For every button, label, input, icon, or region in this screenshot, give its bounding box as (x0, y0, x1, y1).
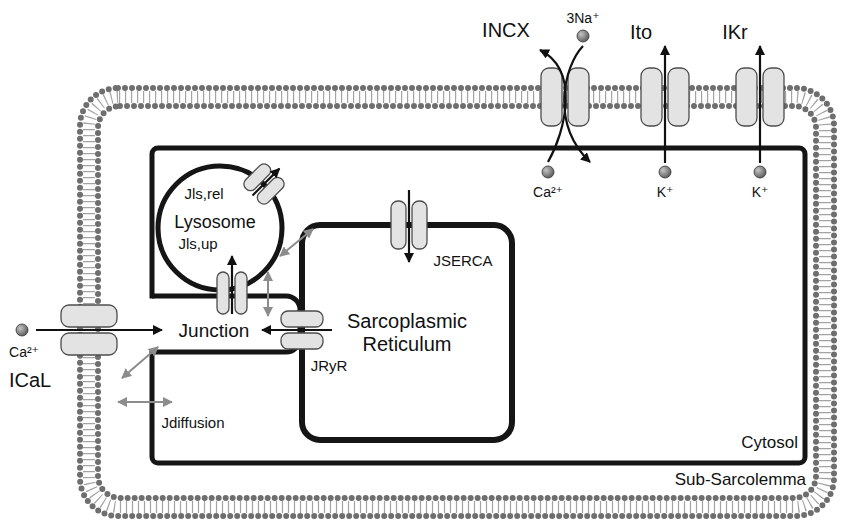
flux-arrow (122, 347, 158, 378)
current-arrow (759, 46, 761, 163)
flux-arrow (231, 256, 233, 314)
current-arrow (36, 329, 162, 331)
flux-arrow (408, 190, 410, 262)
compartment-label: Junction (179, 320, 250, 342)
compartment-label: Cytosol (741, 433, 798, 453)
lipid-bilayer (80, 88, 834, 516)
flux-arrow (118, 401, 172, 403)
lysosome-outline (158, 166, 282, 290)
compartment-label: Lysosome (174, 212, 255, 233)
channels (61, 68, 784, 355)
channel-half (255, 175, 287, 207)
channel-half (412, 201, 427, 249)
current-label: ICaL (9, 369, 51, 392)
channel-half (568, 68, 589, 126)
current-label: IKr (722, 21, 748, 44)
ion-label: K⁺ (657, 184, 674, 200)
flux-label: JSERCA (433, 252, 492, 269)
flux-arrow (280, 229, 313, 256)
current-arrow (540, 50, 566, 162)
compartment-outline (152, 148, 805, 463)
junction-space: Junction (152, 296, 300, 352)
channel-half (61, 333, 117, 355)
ion-dot (16, 324, 28, 336)
current-label: INCX (482, 19, 530, 42)
channel-half (281, 311, 323, 327)
flux-arrow (253, 169, 280, 196)
membrane-currents (36, 46, 760, 330)
channel-half (763, 68, 784, 126)
compartment-label: Sub-Sarcolemma (675, 470, 806, 490)
channel-half (235, 272, 247, 314)
lipid-heads (80, 88, 834, 516)
flux-connectors (118, 169, 409, 402)
compartment-outlines (148, 148, 805, 463)
current-label: Ito (630, 21, 652, 44)
lysosome-release-channel (241, 161, 286, 206)
flux-label: Jls,rel (184, 185, 223, 202)
ion-dot (659, 166, 671, 178)
channel-half (281, 333, 323, 349)
ion-label: K⁺ (752, 184, 769, 200)
ion-label: Ca²⁺ (533, 184, 563, 200)
ion-dot (754, 166, 766, 178)
ion-label: 3Na⁺ (566, 10, 599, 26)
current-arrow (564, 46, 590, 162)
channel-half (391, 201, 406, 249)
flux-label: Jdiffusion (161, 414, 224, 431)
channel-half (641, 68, 662, 126)
flux-arrow (267, 272, 269, 316)
channel-half (61, 305, 117, 327)
channel-half (736, 68, 757, 126)
ion-dot (577, 30, 589, 42)
cytosol-compartment: LysosomeSarcoplasmic ReticulumCytosol (152, 148, 805, 463)
channel-half (217, 272, 229, 314)
flux-label: JRyR (311, 357, 348, 374)
channel-half (541, 68, 562, 126)
compartment-label: Sarcoplasmic Reticulum (327, 310, 487, 356)
ion-label: Ca²⁺ (9, 344, 39, 360)
current-arrow (664, 46, 666, 163)
flux-label: Jls,up (178, 235, 217, 252)
ion-dot (542, 166, 554, 178)
flux-arrow (262, 329, 332, 331)
lipid-tails (89, 97, 825, 507)
junction-opening (148, 299, 156, 350)
sarcolemma-region: LysosomeSarcoplasmic ReticulumCytosolJun… (76, 84, 838, 520)
lysosome-organelle: Lysosome (158, 166, 282, 290)
compartment-outline (302, 225, 512, 440)
ions (16, 30, 766, 336)
lipid-heads (98, 106, 816, 498)
channel-half (668, 68, 689, 126)
